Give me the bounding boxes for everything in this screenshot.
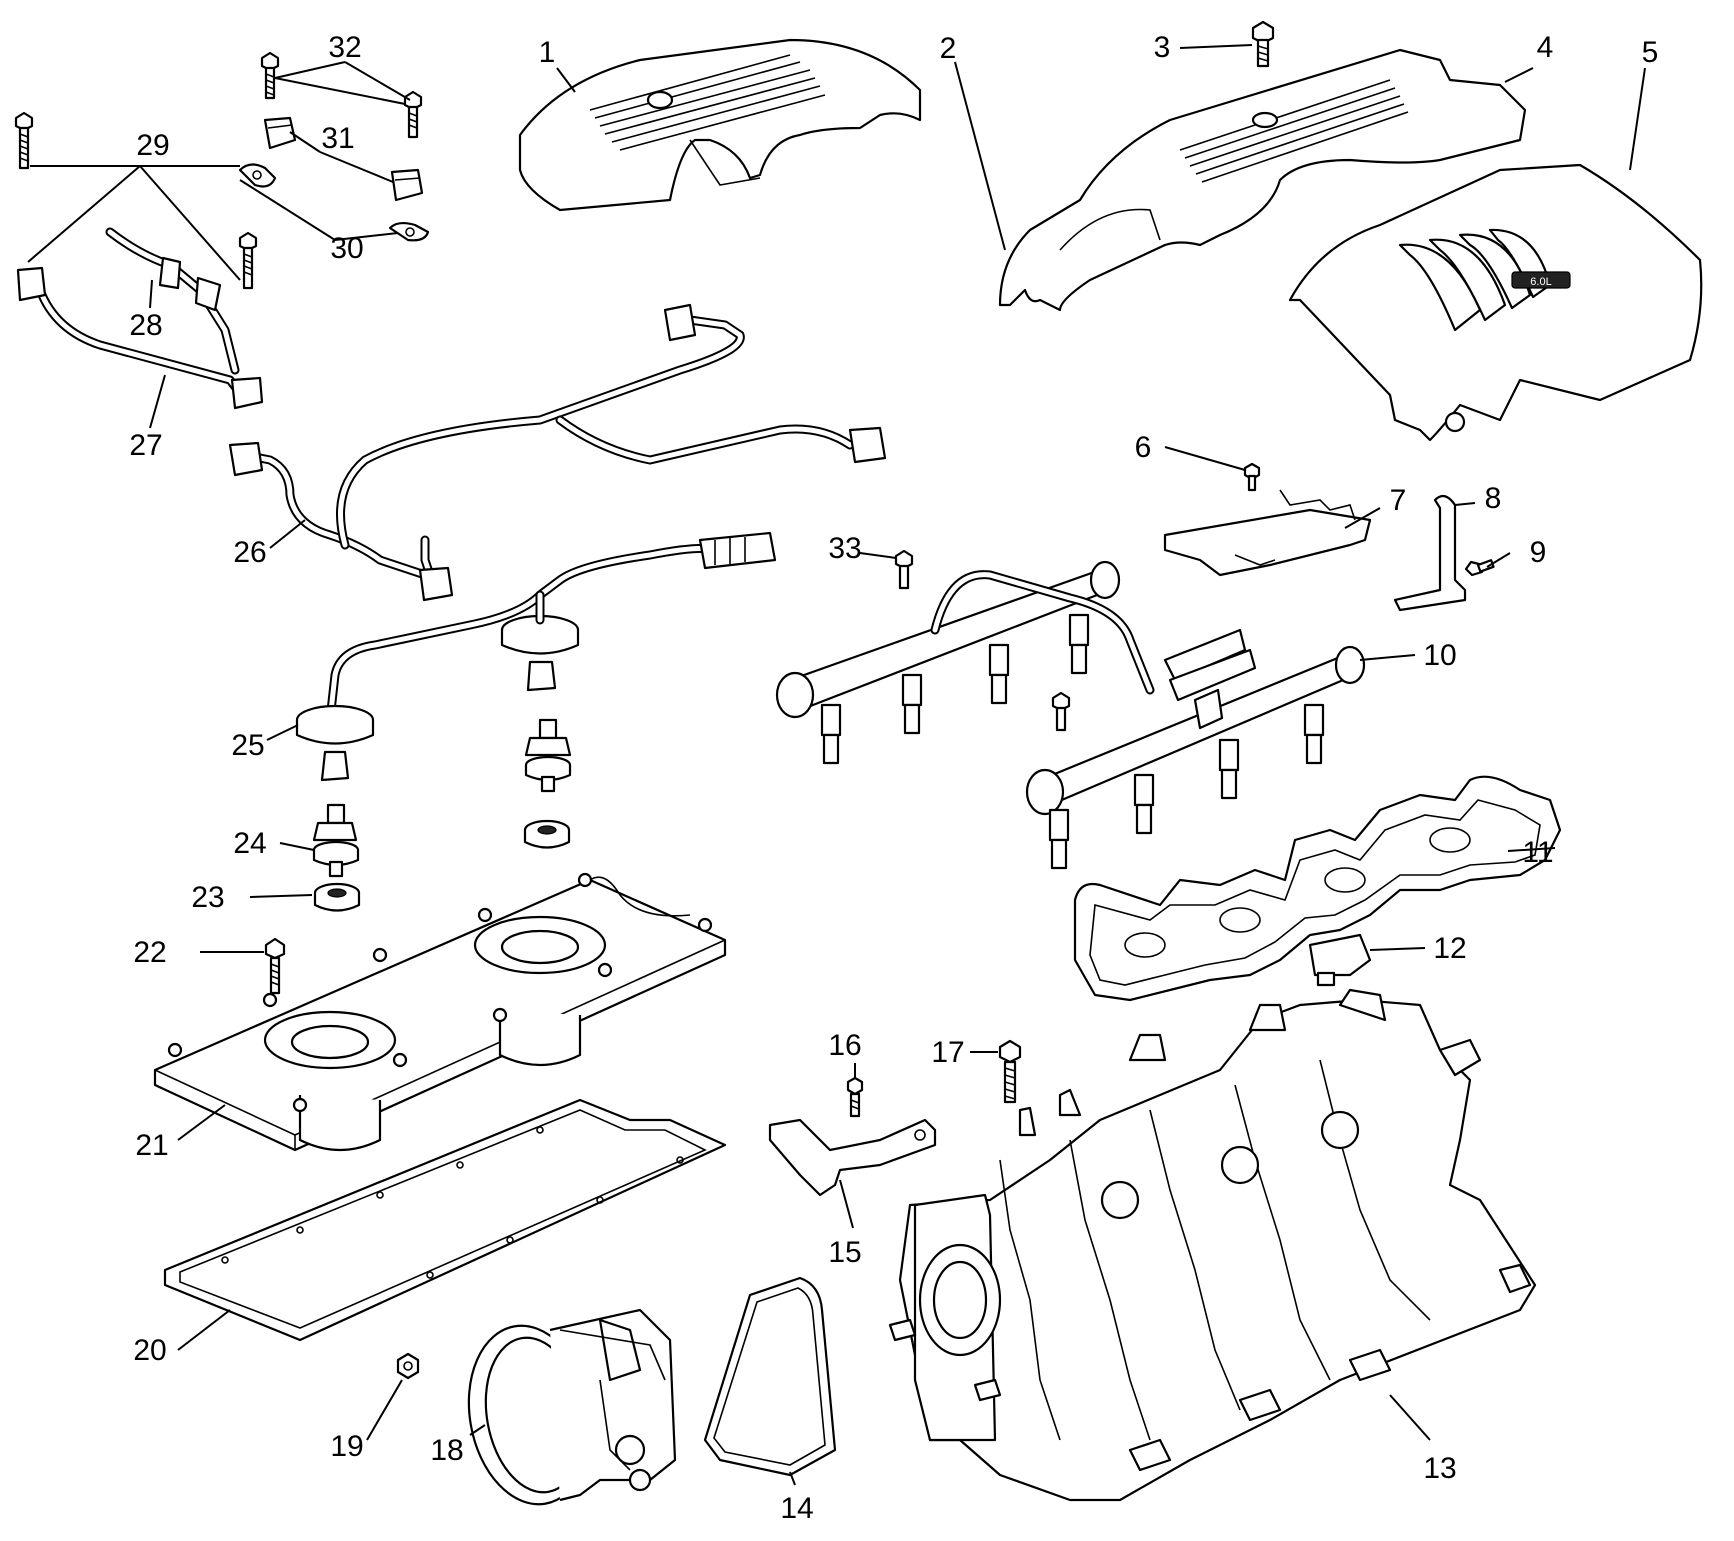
part-sensor-31a [263,116,297,150]
part-valley-cover-21 [153,872,727,1152]
part-bolt-29a [14,111,34,170]
callout-21: 21 [135,1129,168,1162]
callout-9: 9 [1530,536,1547,569]
callout-14: 14 [780,1492,813,1525]
part-hose-28 [105,227,240,375]
part-intake-gasket-11 [1073,775,1562,1002]
badge-text: 6.0L [1530,276,1551,288]
part-bolt-22 [264,937,286,995]
part-nut-19 [396,1352,420,1380]
callout-7: 7 [1390,484,1407,517]
callout-5: 5 [1642,36,1659,69]
callout-18: 18 [430,1434,463,1467]
part-bolt-17 [998,1039,1022,1104]
callout-10: 10 [1423,639,1456,672]
callout-8: 8 [1485,482,1502,515]
part-knock-sensor-24b [524,718,572,793]
part-bolt-16 [846,1076,864,1118]
callout-31: 31 [321,122,354,155]
part-harness-27 [16,266,264,410]
part-engine-cover-right [998,48,1527,312]
part-gasket-30a [238,163,277,188]
callout-11: 11 [1522,836,1553,869]
part-knock-harness-25 [295,531,777,782]
leader-lines [27,44,1646,1486]
callout-23: 23 [191,881,224,914]
callout-4: 4 [1537,31,1554,64]
part-intake-manifold-13 [888,988,1537,1502]
part-harness-26 [228,303,887,602]
part-gasket-14 [703,1276,837,1477]
part-fuel-injectors [820,613,1325,870]
callout-20: 20 [133,1334,166,1367]
part-knock-sensor-24 [312,803,360,878]
part-bolt-33 [894,549,914,590]
part-bolt-6 [1243,462,1261,492]
part-plate-7 [1163,489,1372,577]
part-fuel-rail-10 [775,560,1366,816]
callout-13: 13 [1423,1452,1456,1485]
callouts: 1 2 3 4 5 6 7 8 9 10 11 12 13 14 15 16 1… [129,31,1658,1525]
part-engine-cover-left [518,38,922,212]
part-bolt-9 [1464,559,1495,577]
part-sensor-31b [390,168,424,202]
part-sensor-12 [1308,933,1372,987]
callout-3: 3 [1154,31,1171,64]
callout-29: 29 [136,129,169,162]
part-bracket-15 [768,1118,937,1197]
callout-25: 25 [231,729,264,762]
callout-28: 28 [129,309,162,342]
callout-22: 22 [133,936,166,969]
callout-27: 27 [129,429,162,462]
part-bolt-fuel-rail [1051,691,1071,732]
callout-24: 24 [233,827,266,860]
callout-12: 12 [1433,932,1466,965]
part-gasket-20 [163,1098,727,1342]
part-bolt-32b [403,90,423,139]
part-gasket-30b [388,221,430,242]
callout-30: 30 [330,232,363,265]
callout-32: 32 [328,31,361,64]
callout-6: 6 [1135,431,1152,464]
callout-16: 16 [828,1029,861,1062]
callout-26: 26 [233,536,266,569]
part-air-cleaner-cover: 6.0L [1288,163,1703,442]
callout-2: 2 [940,32,957,65]
callout-19: 19 [330,1430,363,1463]
callout-17: 17 [931,1036,964,1069]
part-bolt-3 [1251,20,1275,68]
callout-33: 33 [828,532,861,565]
part-bolt-32a [260,51,280,100]
callout-15: 15 [828,1236,861,1269]
part-throttle-body-18 [467,1308,677,1506]
callout-1: 1 [539,36,556,69]
part-bracket-8 [1393,494,1467,612]
part-seal-23 [313,882,361,912]
part-bolt-29b [238,231,258,290]
part-seal-23b [523,819,571,849]
